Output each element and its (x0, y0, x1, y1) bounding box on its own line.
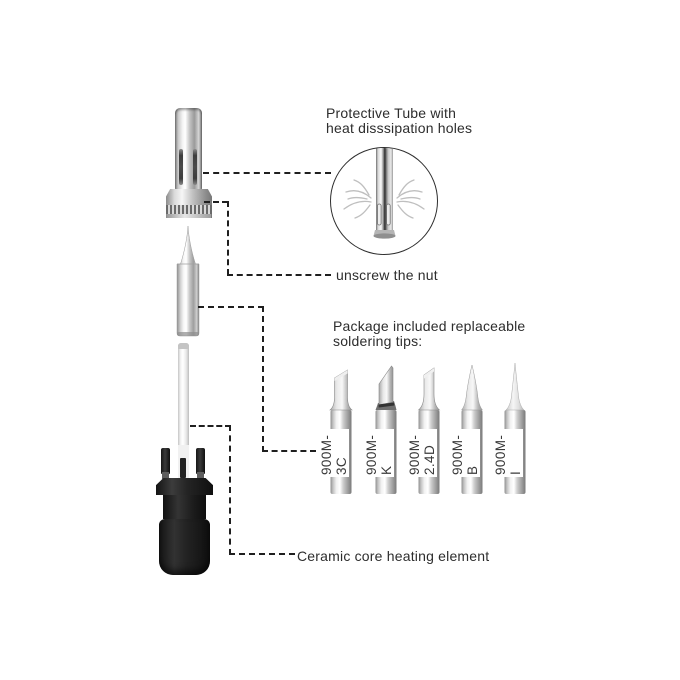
handle-collar (156, 478, 213, 495)
tip-figure-900m-i: 900M-I (493, 361, 536, 501)
handle-pin-foot-right (197, 472, 204, 479)
nut-knurl-ring (166, 205, 212, 214)
handle-pin-middle (180, 458, 186, 478)
tip-model-label: 900M-2.4D (407, 429, 437, 477)
handle-pin-right (196, 448, 205, 474)
ceramic-heating-element (178, 343, 189, 449)
tip-figure-900m-k: 900M-K (364, 361, 407, 501)
nut-lip (167, 214, 211, 218)
tip-figure-900m-b: 900M-B (450, 361, 493, 501)
connector-tip-h1 (198, 306, 264, 308)
connector-ceramic-h1 (190, 425, 231, 427)
handle-pin-foot-left (162, 472, 169, 479)
connector-tip-h2 (262, 450, 316, 452)
hex-nut (166, 189, 212, 218)
protective-tube (175, 108, 202, 190)
connector-ceramic-v (229, 425, 231, 555)
connector-nut-h2 (227, 274, 331, 276)
tip-model-label: 900M-I (493, 429, 523, 477)
connector-tip-v (262, 306, 264, 452)
tip-figure-900m-2-4d: 900M-2.4D (407, 361, 450, 501)
tube-slot-right (193, 149, 197, 185)
handle-pin-left (161, 448, 170, 474)
label-ceramic-core: Ceramic core heating element (297, 548, 490, 564)
label-protective-tube: Protective Tube with heat disssipation h… (326, 105, 473, 136)
connector-nut-v (227, 201, 229, 275)
tip-model-label: 900M-K (364, 429, 394, 477)
tip-model-label: 900M-B (450, 429, 480, 477)
handle-body (159, 519, 210, 575)
label-unscrew-nut: unscrew the nut (336, 267, 438, 283)
tip-model-label: 900M-3C (319, 429, 349, 477)
label-package-heading: Package included replaceable soldering t… (333, 318, 526, 349)
magnifier-circle (330, 147, 438, 255)
connector-ceramic-h2 (229, 553, 295, 555)
heat-wave-left (343, 179, 372, 219)
heat-holes-detail (343, 148, 425, 239)
heat-wave-right (396, 179, 425, 219)
connector-tube-to-circle (203, 172, 331, 174)
tip-figure-900m-3c: 900M-3C (319, 361, 362, 501)
handle-neck (163, 495, 206, 519)
connector-nut-h1 (204, 201, 228, 203)
tube-slot-left (179, 149, 183, 185)
soldering-tip-part (176, 226, 200, 337)
ceramic-cap (178, 343, 189, 349)
